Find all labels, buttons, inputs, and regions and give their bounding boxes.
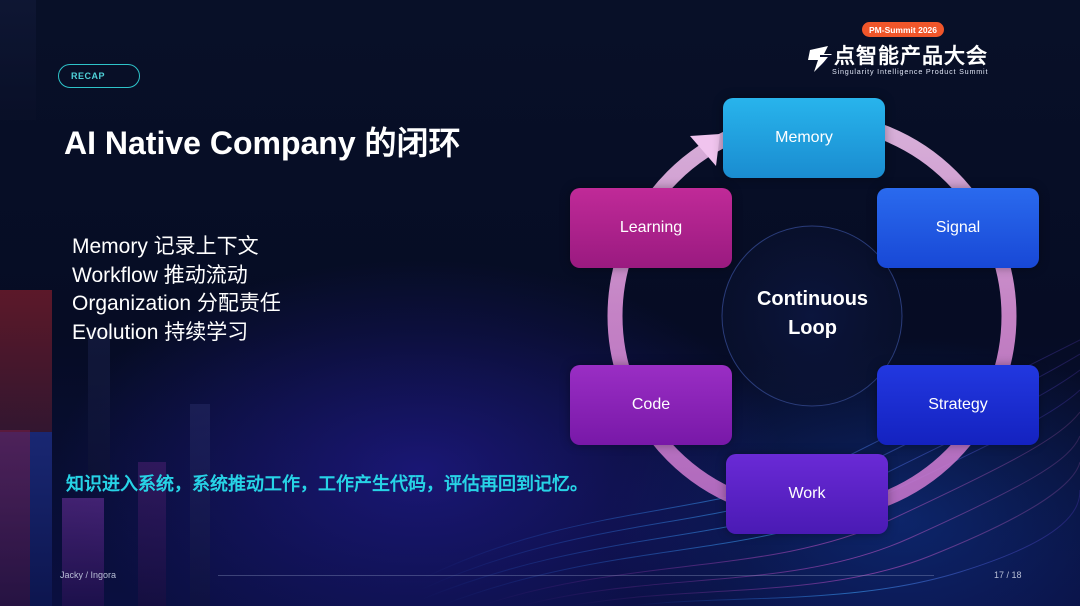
node-label: Memory [775,129,833,146]
loop-arrow-icon [690,134,720,166]
decor-bar [190,404,210,606]
footer-divider [218,575,934,576]
page-title: AI Native Company 的闭环 [64,125,461,161]
node-label: Strategy [928,396,988,413]
footer-author: Jacky / Ingora [60,570,117,580]
decor-bar [88,330,110,490]
logo-name-cn: 点智能产品大会 [834,45,988,68]
logo-mark-icon [808,46,833,72]
center-label-line: Continuous [756,288,869,310]
center-label: Continuous Loop [735,285,890,343]
page-number: 17 / 18 [994,570,1022,580]
decor-bar [0,0,36,120]
node-signal: Signal [877,188,1039,268]
node-label: Signal [935,219,981,236]
bullet-item: Workflow 推动流动 [72,263,248,287]
summary-text: 知识进入系统，系统推动工作，工作产生代码，评估再回到记忆。 [66,474,588,494]
bullet-list: Memory 记录上下文 Workflow 推动流动 Organization … [72,233,281,347]
bullet-item: Evolution 持续学习 [72,320,249,344]
center-label-line: Loop [788,317,837,339]
recap-tag: RECAP [58,64,140,88]
node-learning: Learning [570,188,732,268]
node-label: Code [631,396,671,413]
node-memory: Memory [723,98,885,178]
node-label: Work [788,485,826,502]
node-code: Code [570,365,732,445]
bullet-item: Organization 分配责任 [72,292,281,315]
bullet-item: Memory 记录上下文 [72,235,259,258]
summit-badge: PM-Summit 2026 [862,22,944,37]
node-strategy: Strategy [877,365,1039,445]
decor-bar [0,430,30,606]
node-work: Work [726,454,888,534]
center-circle [721,225,903,407]
node-label: Learning [619,219,683,236]
decor-bar [138,462,166,606]
decor-bar [0,290,52,432]
logo-name-en: Singularity Intelligence Product Summit [832,67,989,76]
decor-bar [62,498,104,606]
